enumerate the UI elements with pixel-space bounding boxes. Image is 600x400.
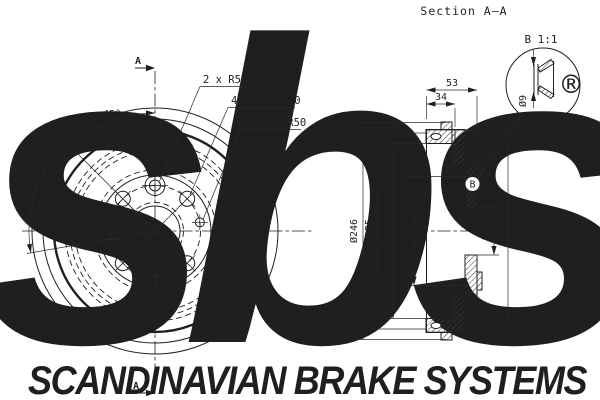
dimension-d226: Ø226 (427, 129, 513, 333)
angle-dimension-45: 45° (62, 109, 156, 232)
dimension-53: 53 (426, 78, 478, 170)
flange-hidden-circle (93, 169, 217, 293)
detail-b-view: B 1:1 Ø9 (505, 33, 581, 123)
section-title: Section A–A (420, 4, 507, 18)
cut-arrow-top: A (135, 56, 155, 72)
hidden-circle-1 (64, 140, 246, 322)
r50-hole-bottom (142, 263, 168, 290)
watermark-footer: SCANDINAVIAN BRAKE SYSTEMS (28, 359, 587, 400)
callout-d14-label: 4 x Ø14 R50 (231, 95, 301, 107)
callout-d14: 4 x Ø14 R50 (189, 95, 301, 196)
callout-r50: 2 x R50 (159, 74, 249, 182)
detail-b-dimension: Ø9 (517, 50, 537, 108)
cut-label-bottom: A (133, 381, 139, 392)
d14-hole-sw (114, 254, 132, 272)
hidden-circle-2 (69, 145, 241, 317)
dim-d225-label: Ø225 (363, 219, 375, 243)
cut-arrow-bottom: A (133, 381, 155, 397)
registered-trademark-icon: ® (562, 68, 581, 103)
dim-d246-label: Ø246 (348, 219, 360, 243)
d14-hole-ne (178, 190, 196, 208)
dim-d55-label: Ø55 (479, 222, 491, 240)
r50-hole-top (142, 172, 168, 199)
dimension-d200: Ø200 (Max.201) (379, 143, 428, 319)
dim-d9-label: Ø9 (517, 95, 529, 107)
rim-hole-top (430, 133, 442, 140)
dim-d200-label: Ø200 (Max.201) (379, 189, 391, 273)
callout-r50-label: 2 x R50 (203, 74, 247, 86)
dimension-34: 34 (426, 92, 456, 127)
rim-hole-bottom (430, 322, 442, 329)
dim-34-label: 34 (435, 92, 447, 103)
callout-m8: 2 x M8 R50 (202, 117, 306, 220)
section-profile-bottom (425, 254, 483, 341)
callout-m8-label: 2 x M8 R50 (243, 117, 306, 129)
dim-d123-label: Ø123 (400, 219, 412, 243)
dimension-d246: Ø246 (348, 122, 446, 340)
dim-d226-label: Ø226 (493, 219, 505, 243)
bore-hidden-circle (126, 202, 184, 260)
detail-b-circle (505, 47, 581, 123)
detail-b-profile (533, 58, 555, 100)
front-view: 45° 55° 2 x R50 4 x Ø14 R50 2 x M8 R50 A (15, 56, 312, 397)
d14-hole-se (178, 254, 196, 272)
dimension-d123: Ø123 (400, 176, 466, 286)
angle-45-label: 45° (103, 109, 121, 120)
m8-hole-right (191, 214, 208, 231)
center-bore-circle (129, 205, 181, 257)
dimension-d55: Ø55 (466, 206, 499, 256)
detail-b-title: B 1:1 (524, 33, 557, 46)
cut-label-top: A (135, 56, 141, 67)
section-view: 53 34 Ø246 Ø225 Ø200 (Max.201) (348, 78, 522, 341)
dimension-d225: Ø225 (363, 132, 427, 330)
dim-53-label: 53 (446, 78, 458, 89)
detail-b-callout-label: B (469, 180, 475, 191)
detail-b-callout: B (464, 114, 522, 192)
hidden-circle-3 (74, 150, 236, 312)
